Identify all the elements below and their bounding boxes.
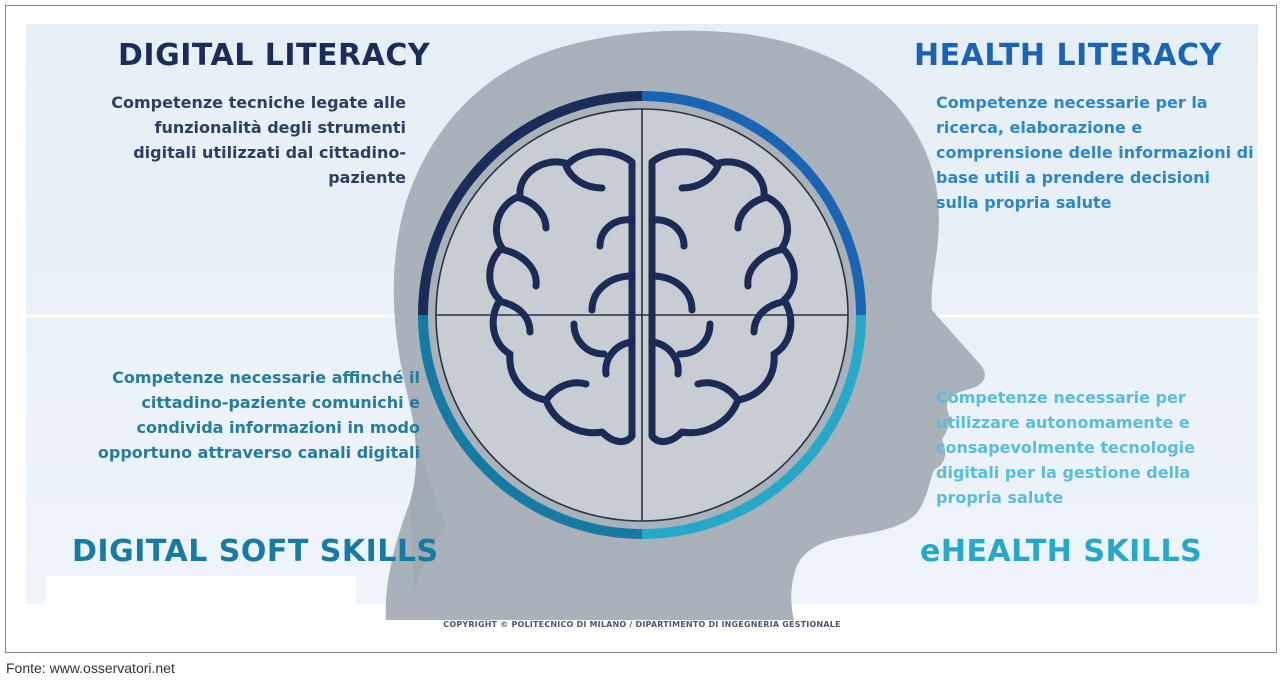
ehealth-skills-title: eHEALTH SKILLS	[920, 534, 1203, 569]
brain-icon	[486, 148, 798, 445]
copyright-notice: COPYRIGHT © POLITECNICO DI MILANO / DIPA…	[443, 620, 841, 629]
ring-digital-literacy	[418, 91, 643, 316]
infographic: DIGITAL LITERACY HEALTH LITERACY DIGITAL…	[26, 24, 1258, 638]
whiteout-patch	[46, 576, 356, 638]
digital-literacy-description: Competenze tecniche legate alle funziona…	[111, 93, 406, 187]
ring-ehealth-skills	[641, 314, 866, 539]
digital-literacy-title: DIGITAL LITERACY	[118, 38, 431, 73]
digital-soft-skills-description: Competenze necessarie affinché il cittad…	[97, 368, 420, 462]
ring-digital-soft-skills	[418, 314, 643, 539]
ehealth-skills-description: Competenze necessarie per utilizzare aut…	[936, 388, 1196, 507]
infographic-graphics	[26, 24, 1258, 638]
ring-health-literacy	[641, 91, 866, 316]
source-caption: Fonte: www.osservatori.net	[6, 660, 175, 676]
health-literacy-title: HEALTH LITERACY	[914, 38, 1222, 73]
figure-frame: DIGITAL LITERACY HEALTH LITERACY DIGITAL…	[5, 5, 1277, 653]
health-literacy-description: Competenze necessarie per la ricerca, el…	[936, 93, 1254, 212]
digital-soft-skills-title: DIGITAL SOFT SKILLS	[72, 534, 439, 569]
head-shadow	[404, 380, 446, 590]
